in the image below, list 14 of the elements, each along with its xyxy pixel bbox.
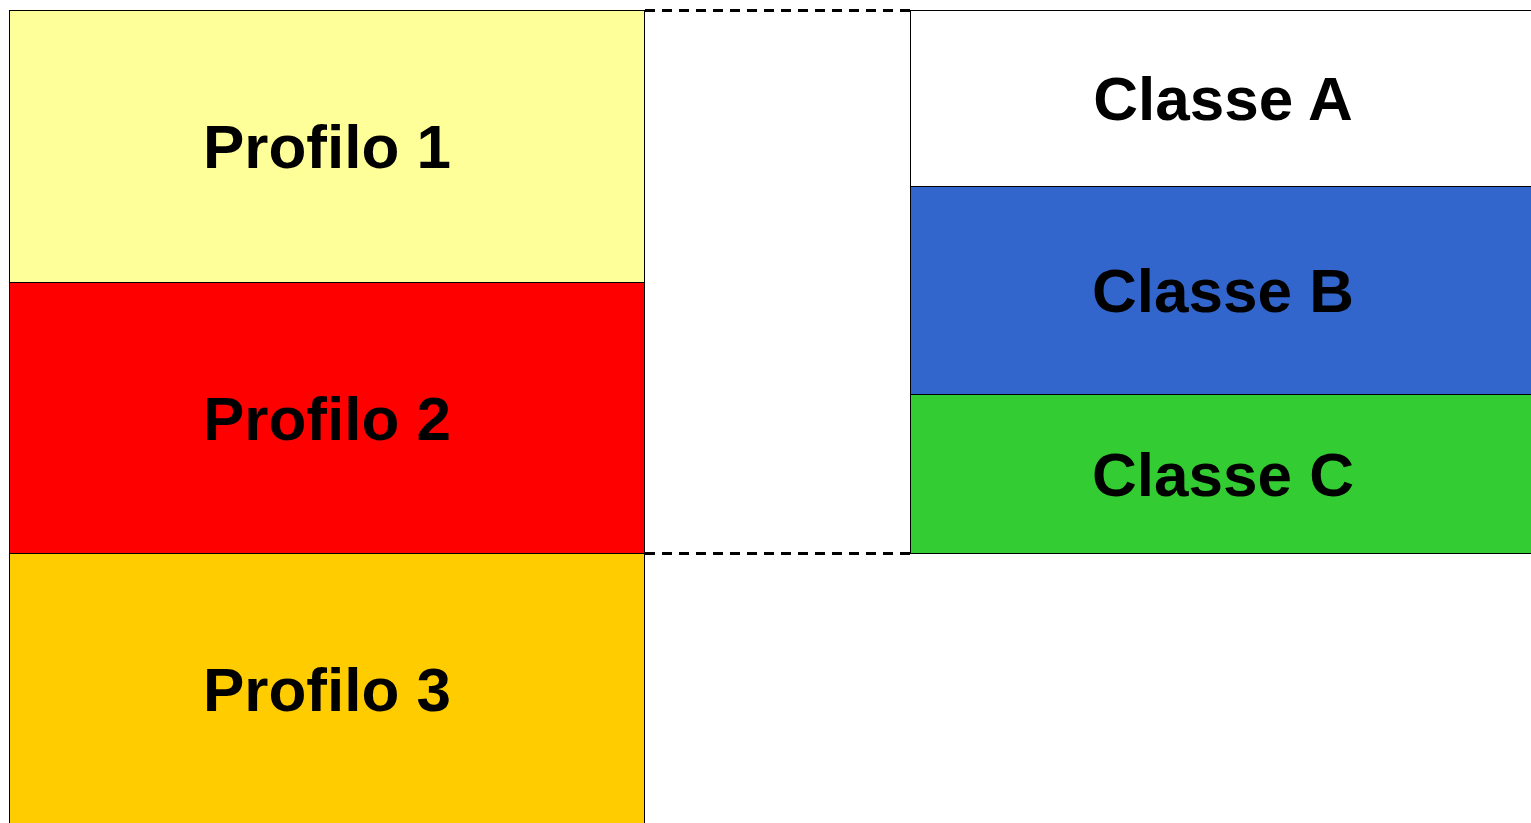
band-label: Profilo 1 (203, 111, 451, 182)
band-label: Classe B (1092, 255, 1354, 326)
colored-band (9, 10, 645, 283)
band-label: Classe A (1093, 63, 1353, 134)
colored-band (910, 10, 1531, 187)
colored-band (910, 394, 1531, 554)
dashed-connector (645, 552, 910, 555)
band-label: Profilo 3 (203, 654, 451, 725)
band-label: Classe C (1092, 438, 1354, 510)
colored-band (9, 282, 645, 554)
colored-band (9, 553, 645, 823)
colored-band (910, 186, 1531, 395)
dashed-connector (645, 9, 910, 12)
band-label: Profilo 2 (203, 382, 451, 454)
